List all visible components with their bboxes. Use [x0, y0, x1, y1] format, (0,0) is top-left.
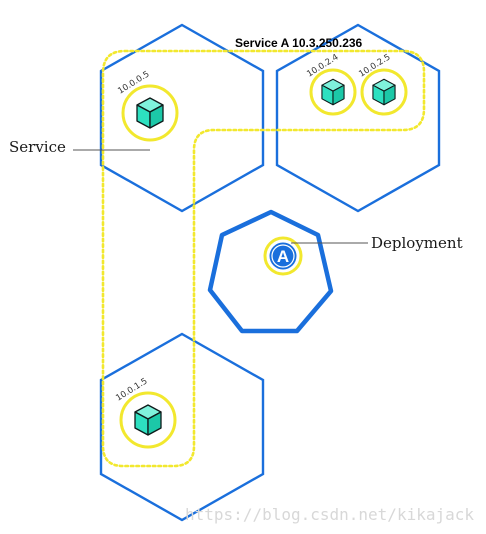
service-outline	[101, 49, 426, 468]
deployment-label: Deployment	[371, 234, 463, 252]
pod-10-0-1-5[interactable]: 10.0.1.5	[114, 376, 177, 449]
cube-icon	[321, 78, 345, 106]
watermark: https://blog.csdn.net/kikajack	[185, 505, 474, 524]
pod-10-0-0-5[interactable]: 10.0.0.5	[116, 69, 179, 142]
pod-10-0-2-5[interactable]: 10.0.2.5	[357, 52, 408, 116]
app-badge-icon[interactable]: A	[263, 236, 303, 276]
service-label: Service	[9, 138, 66, 156]
cube-icon	[134, 404, 162, 436]
cube-icon	[136, 97, 164, 129]
cube-icon	[372, 78, 396, 106]
service-title: Service A 10.3.250.236	[235, 36, 363, 50]
app-letter: A	[277, 247, 289, 266]
deployment-heptagon	[207, 209, 334, 334]
pod-10-0-2-4[interactable]: 10.0.2.4	[305, 52, 357, 116]
node-hexagon-bottom-left	[99, 332, 265, 522]
node-hexagon-top-right	[275, 23, 441, 213]
node-hexagon-top-left	[99, 23, 265, 213]
